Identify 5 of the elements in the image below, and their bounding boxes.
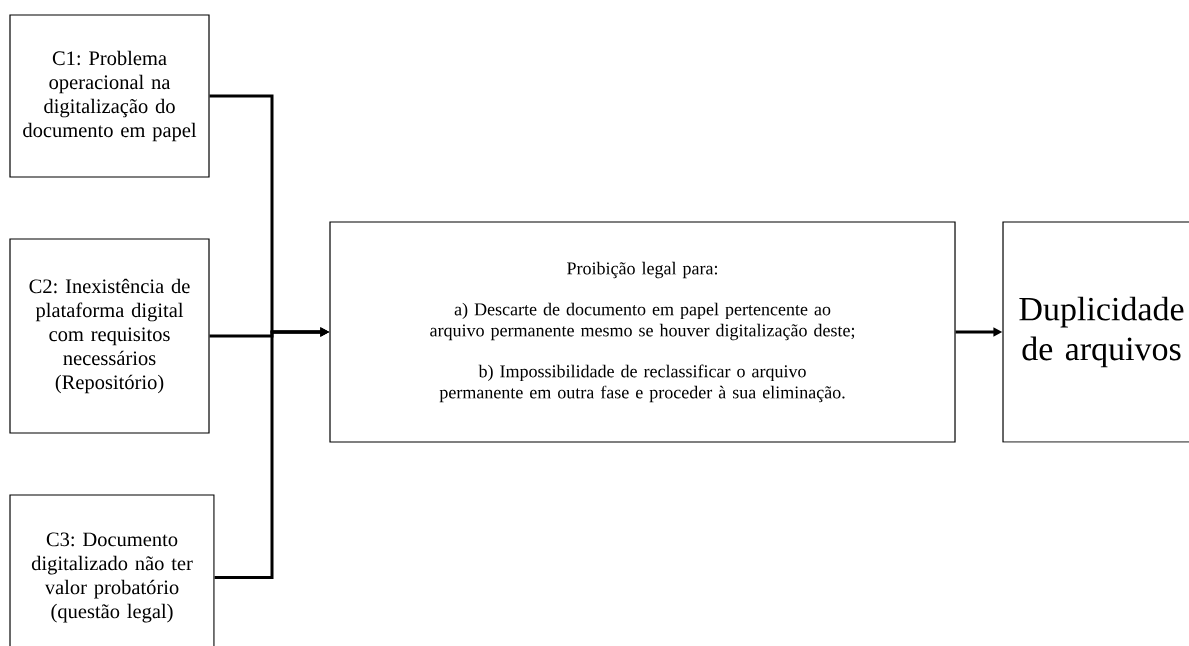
prohibition-box: Proibição legal para: a) Descarte de documento em papel pertencente ao arquivo permanente mesmo se houver digitalização deste; b) Impossibilidade de reclassificar o arquivo permanente em outra fase e proceder à sua eliminação. [329,221,956,443]
cause-box: C2: Inexistência de plataforma digital com requisitos necessários (Repositório) [9,238,210,434]
cause-box: C3: Documento digitalizado não ter valor probatório (questão legal) [9,494,215,646]
cause-box: C1: Problema operacional na digitalização do documento em papel [9,14,210,178]
duplicity-box: Duplicidade de arquivos [1002,221,1189,443]
